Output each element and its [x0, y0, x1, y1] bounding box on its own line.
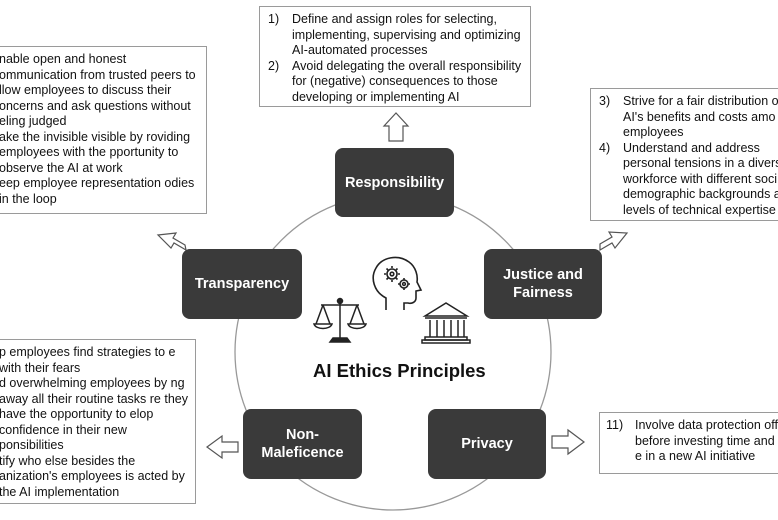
- action-item: d overwhelming employees by ng away all …: [0, 376, 191, 454]
- non-maleficence-actions-list: p employees find strategies to e with th…: [0, 345, 191, 500]
- arrow-right-icon: [551, 428, 585, 456]
- privacy-actions-list: 11) Involve data protection offi before i…: [606, 418, 778, 465]
- action-item: ake the invisible visible by roviding em…: [0, 130, 202, 177]
- action-item: 4) Understand and address personal tensio…: [599, 141, 778, 219]
- courthouse-icon: [421, 302, 471, 344]
- action-item: nable open and honest ommunication from …: [0, 52, 202, 130]
- action-item: 2) Avoid delegating the overall responsib…: [268, 59, 522, 106]
- transparency-actions-list: nable open and honest ommunication from …: [0, 52, 202, 207]
- action-item-text: d overwhelming employees by ng away all …: [0, 376, 188, 452]
- action-item-text: Strive for a fair distribution o AI's be…: [623, 94, 778, 139]
- node-transparency: Transparency: [182, 249, 302, 319]
- arrow-left-icon: [205, 434, 239, 460]
- action-item: 1) Define and assign roles for selecting,…: [268, 12, 522, 59]
- action-item: 11) Involve data protection offi before i…: [606, 418, 778, 465]
- action-item-number: 11): [606, 418, 624, 432]
- action-item-number: 4): [599, 140, 611, 155]
- arrow-up-icon: [382, 112, 410, 142]
- node-justice-fairness: Justice and Fairness: [484, 249, 602, 319]
- action-item: tify who else besides the anization's em…: [0, 454, 191, 501]
- action-item-number: 1): [268, 12, 280, 26]
- non-maleficence-actions-box: p employees find strategies to e with th…: [0, 339, 196, 504]
- arrow-up-right-icon: [599, 231, 629, 252]
- action-item: p employees find strategies to e with th…: [0, 345, 191, 376]
- node-privacy: Privacy: [428, 409, 546, 479]
- action-item-number: 2): [268, 58, 280, 73]
- justice-actions-box: 3) Strive for a fair distribution o AI's …: [590, 88, 778, 221]
- arrow-up-left-icon: [156, 232, 187, 252]
- action-item-number: 3): [599, 94, 611, 108]
- diagram-title: AI Ethics Principles: [313, 360, 486, 381]
- responsibility-actions-box: 1) Define and assign roles for selecting,…: [259, 6, 531, 107]
- scales-icon: [312, 297, 368, 343]
- action-item-text: eep employee representation odies in the…: [0, 176, 195, 206]
- justice-actions-list: 3) Strive for a fair distribution o AI's …: [599, 94, 778, 218]
- privacy-actions-box: 11) Involve data protection offi before i…: [599, 412, 778, 474]
- action-item: eep employee representation odies in the…: [0, 176, 202, 207]
- action-item-text: ake the invisible visible by roviding em…: [0, 129, 191, 175]
- action-item-text: p employees find strategies to e with th…: [0, 345, 176, 375]
- node-responsibility: Responsibility: [335, 148, 454, 217]
- transparency-actions-box: nable open and honest ommunication from …: [0, 46, 207, 214]
- action-item-text: Avoid delegating the overall responsibil…: [292, 58, 522, 104]
- node-non-maleficence: Non- Maleficence: [243, 409, 362, 479]
- action-item-text: Understand and address personal tensions…: [623, 140, 778, 217]
- head-gears-icon: [372, 256, 423, 310]
- action-item-text: Involve data protection offi before inve…: [635, 418, 778, 463]
- action-item-text: nable open and honest ommunication from …: [0, 52, 196, 128]
- responsibility-actions-list: 1) Define and assign roles for selecting,…: [268, 12, 522, 105]
- action-item: 3) Strive for a fair distribution o AI's …: [599, 94, 778, 141]
- action-item-text: Define and assign roles for selecting, i…: [292, 12, 521, 57]
- action-item-text: tify who else besides the anization's em…: [0, 453, 185, 499]
